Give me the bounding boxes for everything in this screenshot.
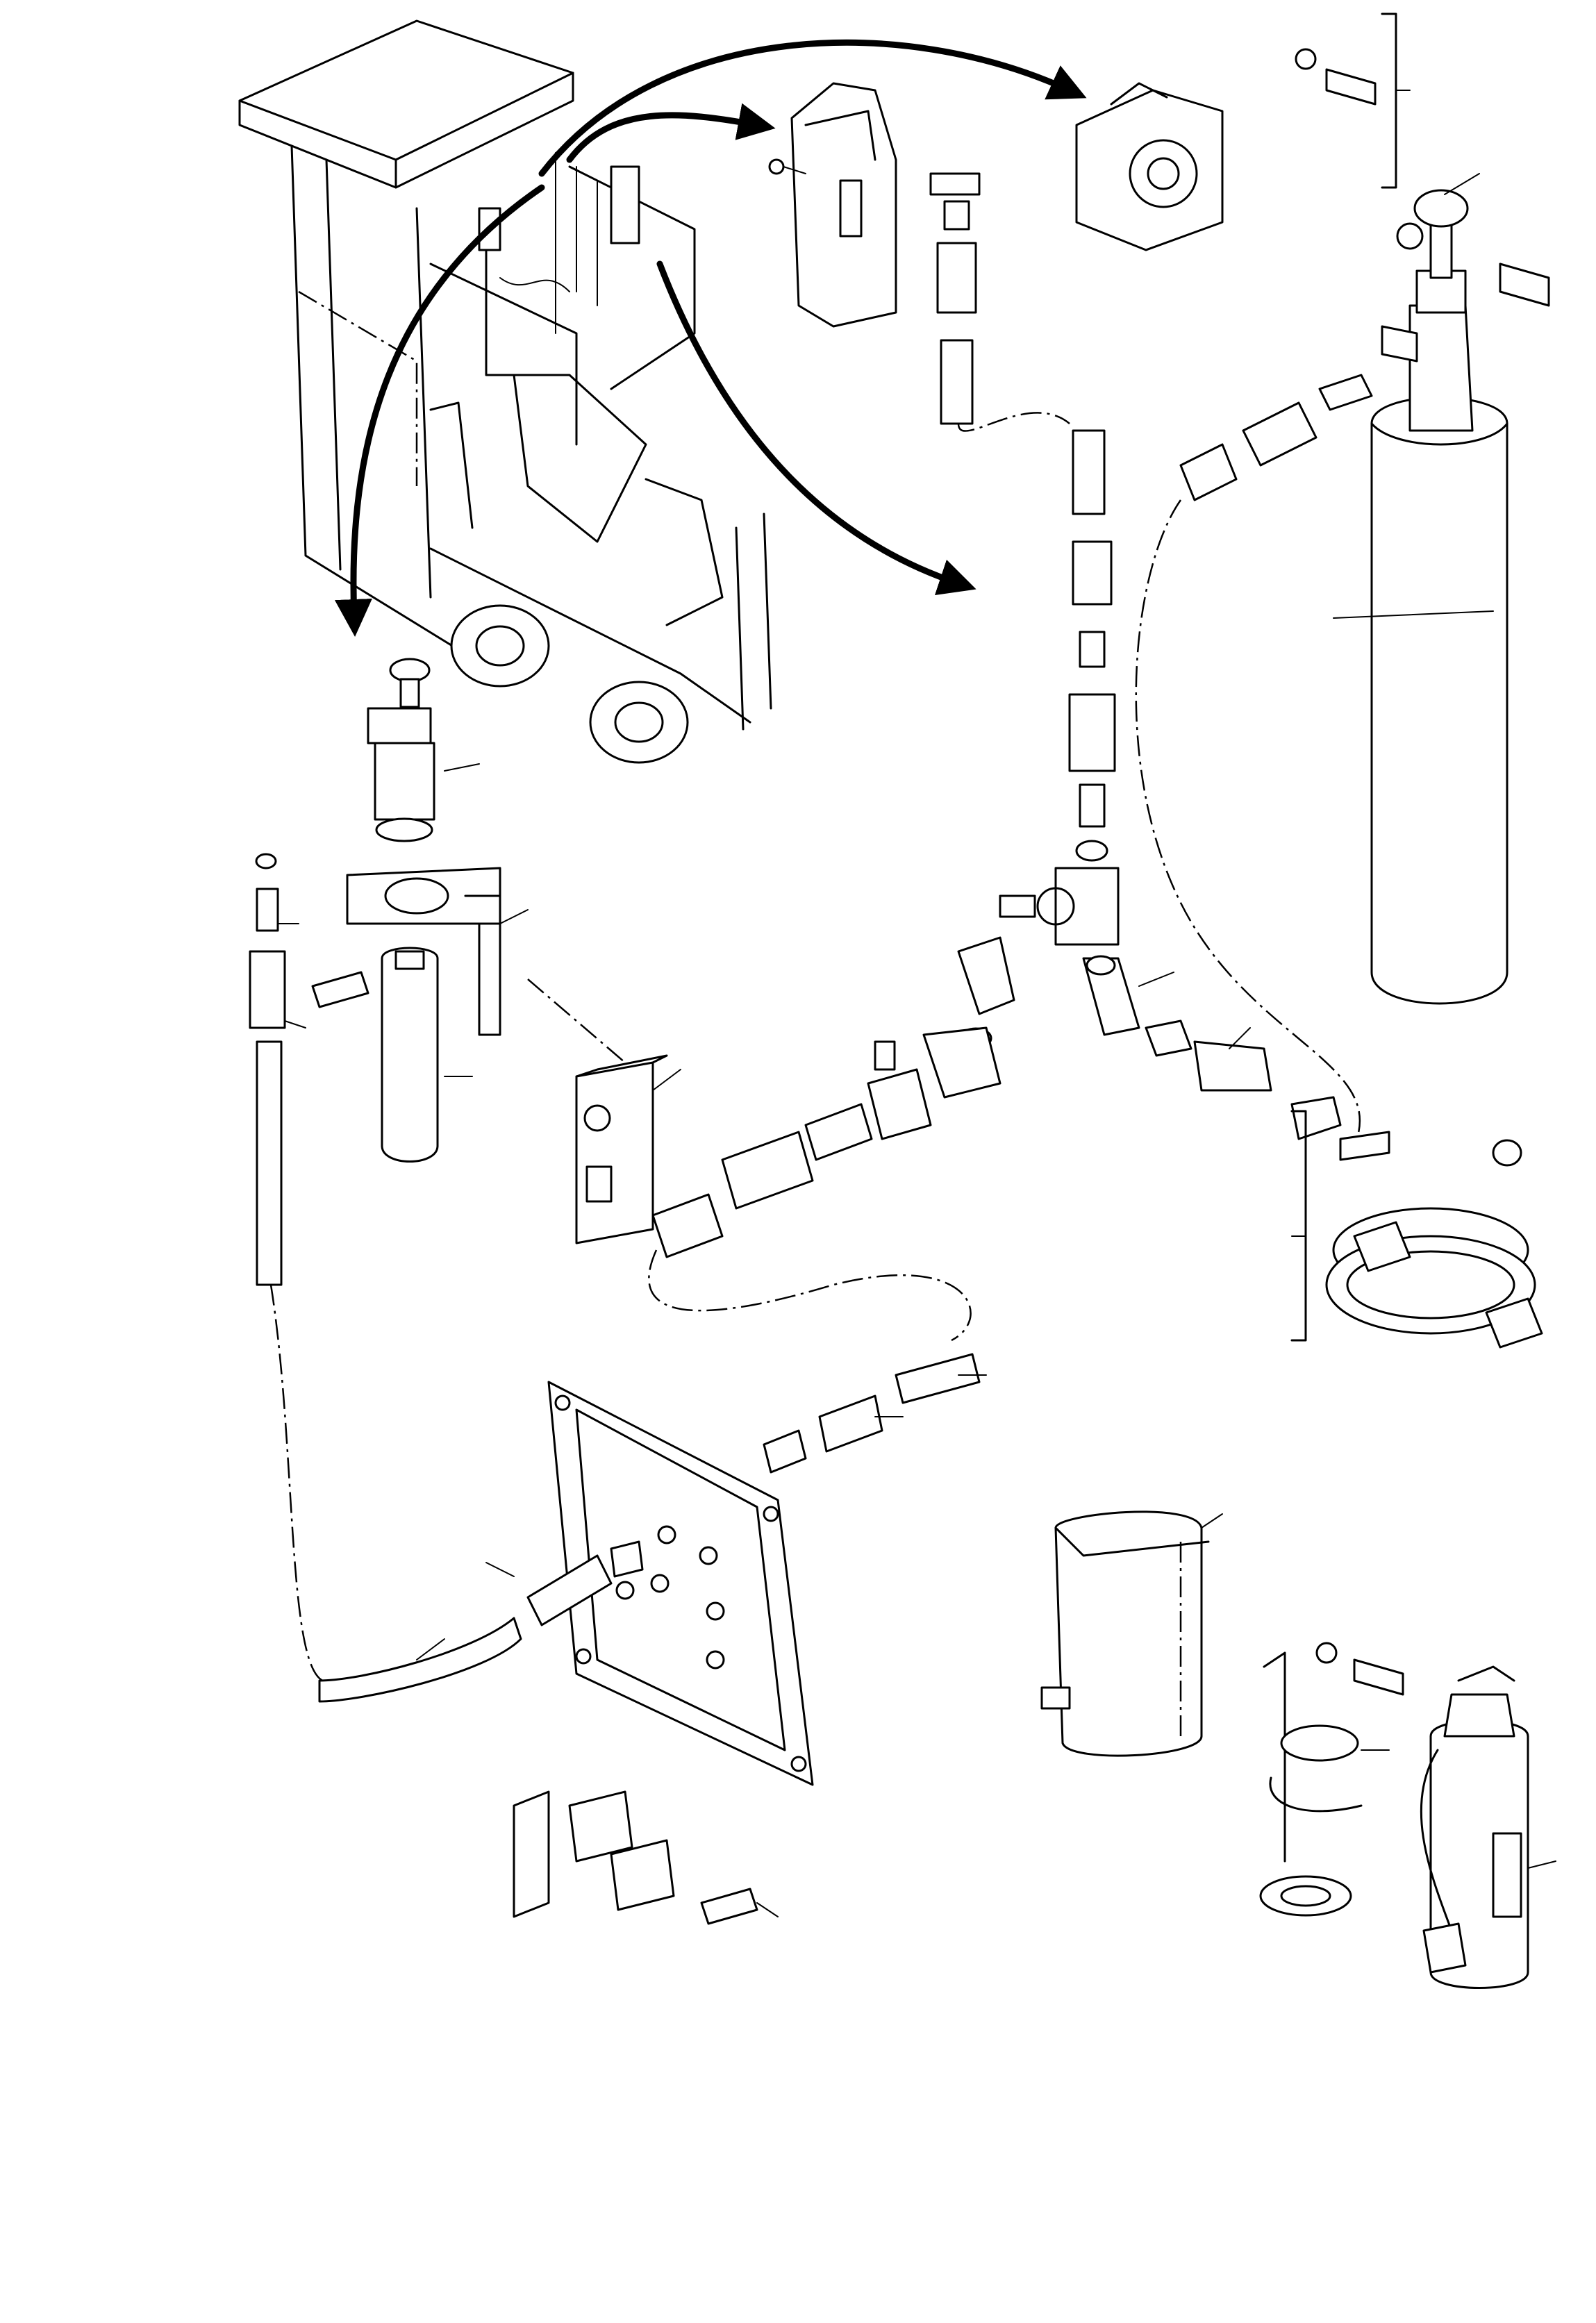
cylinder-mounting-clamp [1290,1110,1543,1349]
actuator-housing [768,82,897,328]
left-hose-line [249,853,334,1683]
extinguishant-cylinder-large [1333,173,1550,1005]
manual-actuator-assembly [311,658,529,1163]
extinguisher-cover [1040,1510,1223,1757]
control-box [527,979,681,1244]
mounting-plate [318,1353,987,1786]
extinguisher-bracket [1259,1642,1404,1917]
cylinder-hose-fittings [1135,374,1373,1147]
machine-cab-frame [238,19,772,764]
reference-arrows [334,39,1087,637]
portable-extinguisher [1420,1665,1556,1989]
hose-clamp-bracket [513,1790,779,1925]
mounting-cap-box [1075,13,1411,251]
center-hose-line [648,172,1342,1342]
